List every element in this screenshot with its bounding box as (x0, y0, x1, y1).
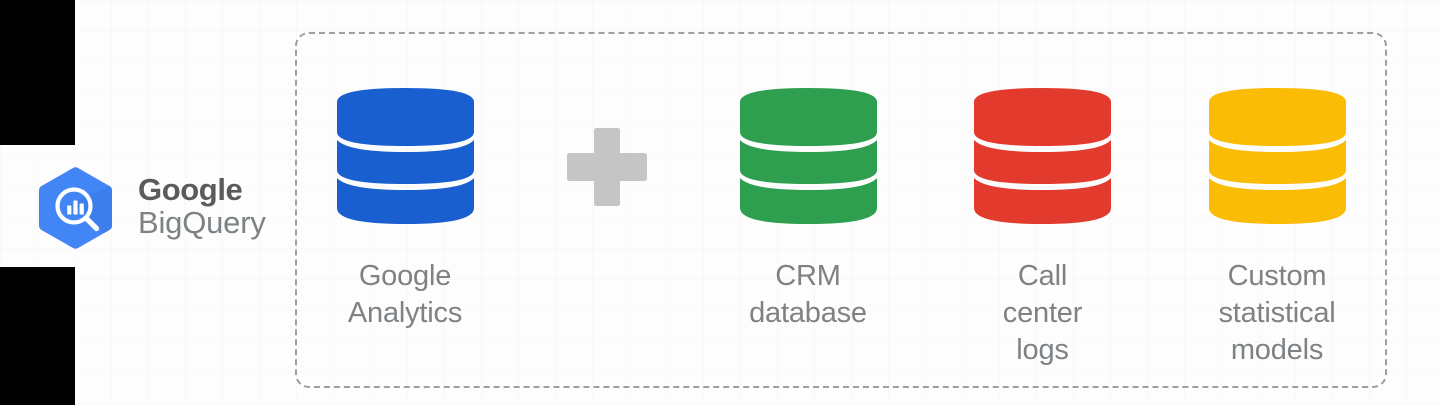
data-source-google-analytics[interactable]: Google Analytics (310, 80, 500, 332)
data-source-custom-statistical-models[interactable]: Custom statistical models (1182, 80, 1372, 369)
data-sources-row: Google Analytics CRM database (310, 32, 1372, 388)
database-cylinder-icon (1205, 80, 1350, 232)
data-source-crm-database[interactable]: CRM database (713, 80, 903, 332)
bigquery-logo-lockup: Google BigQuery (32, 160, 272, 255)
database-cylinder-icon (736, 80, 881, 232)
plus-operator-icon (565, 80, 649, 206)
logo-line-google: Google (138, 171, 243, 207)
bigquery-wordmark: Google BigQuery (138, 171, 266, 241)
logo-line-bigquery: BigQuery (138, 204, 266, 240)
data-source-label: CRM database (749, 260, 867, 330)
database-cylinder-icon (970, 80, 1115, 232)
black-mask-top (0, 0, 75, 145)
data-source-label: Call center logs (1002, 260, 1083, 367)
bigquery-hexagon-icon (32, 162, 124, 254)
data-source-label: Google Analytics (347, 260, 463, 330)
data-source-call-center-logs[interactable]: Call center logs (968, 80, 1118, 369)
database-cylinder-icon (333, 80, 478, 232)
dashed-sources-container (295, 32, 1387, 388)
data-source-label: Custom statistical models (1218, 260, 1336, 367)
black-mask-bottom (0, 267, 75, 405)
